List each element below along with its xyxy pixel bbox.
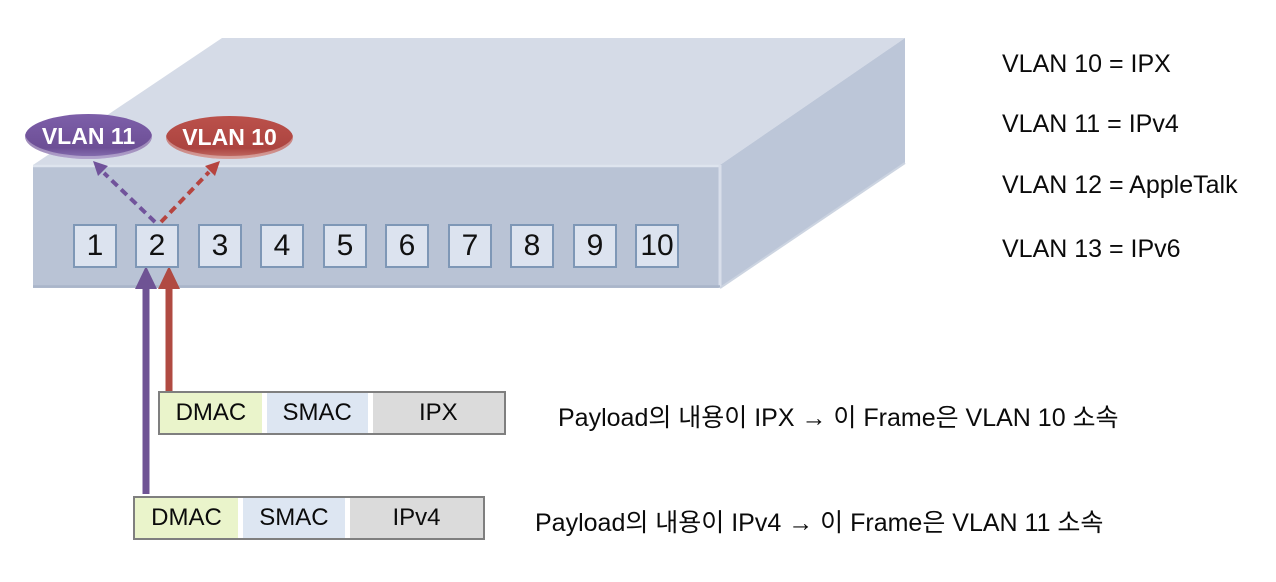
port-4: 4	[260, 224, 304, 268]
port-3: 3	[198, 224, 242, 268]
frame-ipx-cell-smac: SMAC	[266, 393, 368, 433]
ipv4-frame-to-port-arrow	[135, 266, 157, 494]
port-8: 8	[510, 224, 554, 268]
switch-right-face	[720, 38, 905, 288]
frame-ipx-cell-dmac: DMAC	[160, 393, 262, 433]
port-5: 5	[323, 224, 367, 268]
frame-ipv4-cell-dmac: DMAC	[135, 498, 238, 538]
caption-ipv4-frame: Payload의 내용이 IPv4 → 이 Frame은 VLAN 11 소속	[535, 509, 1104, 537]
legend-item-vlan13: VLAN 13 = IPv6	[1002, 235, 1181, 263]
ethernet-frame-ipv4: DMAC SMAC IPv4	[133, 496, 485, 540]
caption-ipx-frame: Payload의 내용이 IPX → 이 Frame은 VLAN 10 소속	[558, 404, 1119, 432]
edge-right-bottom	[719, 162, 906, 289]
legend-item-vlan12: VLAN 12 = AppleTalk	[1002, 171, 1238, 199]
frame-ipv4-cell-smac: SMAC	[243, 498, 345, 538]
port-9: 9	[573, 224, 617, 268]
legend-item-vlan10: VLAN 10 = IPX	[1002, 50, 1171, 78]
vlan10-bubble-label: VLAN 10	[182, 124, 277, 150]
port-2: 2	[135, 224, 179, 268]
vlan11-bubble: VLAN 11	[25, 114, 152, 159]
port-7: 7	[448, 224, 492, 268]
vlan10-dashed-arrow	[159, 161, 220, 224]
vlan10-bubble: VLAN 10	[166, 116, 293, 159]
ethernet-frame-ipx: DMAC SMAC IPX	[158, 391, 506, 435]
port-10: 10	[635, 224, 679, 268]
port-6: 6	[385, 224, 429, 268]
frame-ipx-cell-payload: IPX	[372, 393, 504, 433]
vlan11-dashed-arrow	[93, 161, 157, 224]
ipx-frame-to-port-arrow	[158, 266, 180, 391]
port-1: 1	[73, 224, 117, 268]
frame-ipv4-cell-payload: IPv4	[349, 498, 483, 538]
legend-item-vlan11: VLAN 11 = IPv4	[1002, 110, 1179, 138]
vlan11-bubble-label: VLAN 11	[41, 123, 136, 149]
